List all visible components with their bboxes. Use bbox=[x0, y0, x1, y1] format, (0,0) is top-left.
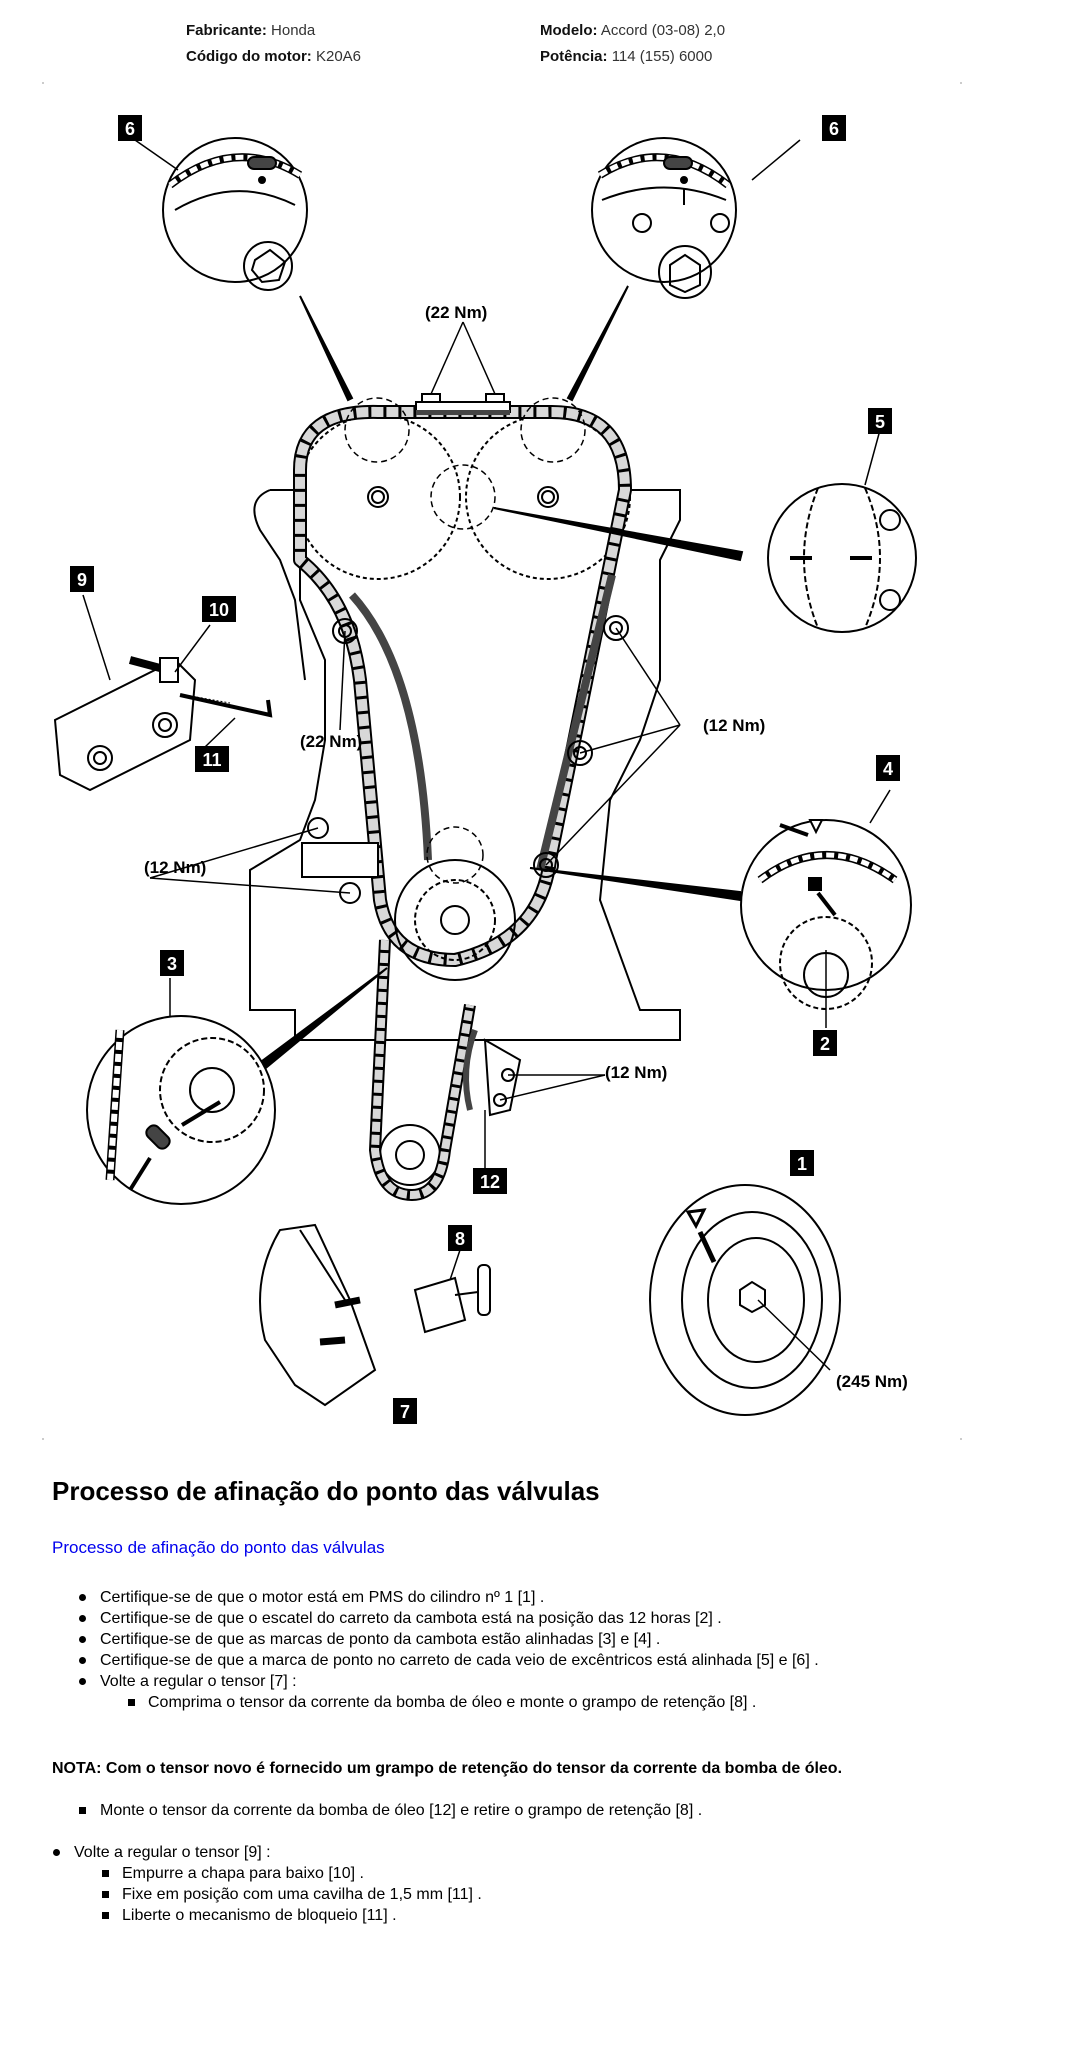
separator-mark bbox=[42, 82, 44, 84]
callout-5 bbox=[868, 408, 892, 434]
bolt-right-guide-1 bbox=[603, 615, 629, 641]
callout-12 bbox=[473, 1168, 507, 1194]
torque-label-left-guide: (22 Nm) bbox=[300, 732, 362, 751]
bolt-right-guide-2 bbox=[567, 740, 593, 766]
oil-pump-sprocket bbox=[379, 1124, 441, 1186]
callout-label: 11 bbox=[202, 750, 221, 770]
magnifier-exhaust-mark bbox=[520, 397, 586, 463]
engine-code-label: Código do motor: bbox=[186, 48, 312, 65]
magnifier-crank-mark bbox=[426, 826, 484, 884]
torque-label-left-tensioner: (12 Nm) bbox=[144, 858, 206, 877]
callout-6-left bbox=[118, 115, 142, 141]
separator-mark bbox=[960, 82, 962, 84]
detail-intake-cam-mark bbox=[162, 137, 308, 291]
top-chain-guide bbox=[415, 393, 511, 415]
detail-crank-pulley-1 bbox=[649, 1184, 841, 1416]
callout-label: 6 bbox=[829, 119, 839, 139]
detail-pin-11 bbox=[179, 693, 273, 718]
callout-label: 4 bbox=[883, 759, 893, 779]
callout-1 bbox=[790, 1150, 814, 1176]
callout-label: 12 bbox=[480, 1172, 500, 1192]
detail-oil-pump-tensioner-7 bbox=[259, 1223, 377, 1407]
list-item: Certifique-se de que o escatel do carret… bbox=[52, 1608, 952, 1629]
note-text: NOTA: Com o tensor novo é fornecido um g… bbox=[52, 1760, 843, 1777]
leader-wedge bbox=[248, 967, 388, 1078]
magnifier-intake-mark bbox=[344, 397, 410, 463]
crank-sprocket bbox=[394, 859, 516, 981]
list-item: Volte a regular o tensor [9] : bbox=[26, 1842, 926, 1863]
callout-label: 10 bbox=[209, 600, 229, 620]
detail-cam-gears-mark bbox=[767, 483, 917, 633]
engine-block-outline bbox=[249, 489, 681, 1041]
list-subitem: Liberte o mecanismo de bloqueio [11] . bbox=[26, 1905, 926, 1926]
detail-tensioner-9 bbox=[53, 656, 197, 792]
magnifier-cam-gears bbox=[430, 464, 496, 530]
torque-label-oil-pump-tensioner: (12 Nm) bbox=[605, 1063, 667, 1082]
list-subitem: Comprima o tensor da corrente da bomba d… bbox=[52, 1692, 952, 1713]
model-value: Accord (03-08) 2,0 bbox=[600, 22, 726, 39]
timing-chain-diagram: 6 6 5 9 10 11 4 3 2 12 1 8 7 (22 Nm) (22… bbox=[53, 115, 917, 1424]
callout-8 bbox=[448, 1225, 472, 1251]
list-subitem: Monte o tensor da corrente da bomba de ó… bbox=[52, 1800, 952, 1821]
list-subitem: Empurre a chapa para baixo [10] . bbox=[26, 1863, 926, 1884]
torque-label-crank-pulley: (245 Nm) bbox=[836, 1372, 908, 1391]
list-item: Volte a regular o tensor [7] : bbox=[52, 1671, 952, 1692]
detail-crank-mark-lower bbox=[86, 1015, 276, 1205]
leader-wedge bbox=[529, 867, 741, 902]
manufacturer-label: Fabricante: bbox=[186, 22, 267, 39]
callout-label: 3 bbox=[167, 954, 177, 974]
power-field: Potência: 114 (155) 6000 bbox=[540, 48, 712, 66]
section-title: Processo de afinação do ponto das válvul… bbox=[52, 1476, 600, 1506]
callout-2 bbox=[813, 1030, 837, 1056]
callout-7 bbox=[393, 1398, 417, 1424]
manufacturer-value: Honda bbox=[271, 22, 316, 39]
callout-9 bbox=[70, 566, 94, 592]
manufacturer-field: Fabricante: Honda bbox=[186, 22, 315, 40]
list-item: Certifique-se de que as marcas de ponto … bbox=[52, 1629, 952, 1650]
callout-6-right bbox=[822, 115, 846, 141]
leader-wedge bbox=[299, 295, 354, 402]
engine-code-value: K20A6 bbox=[315, 48, 362, 65]
torque-label-top-guide: (22 Nm) bbox=[425, 303, 487, 322]
list-item: Certifique-se de que o motor está em PMS… bbox=[52, 1587, 952, 1608]
engine-code-field: Código do motor: K20A6 bbox=[186, 48, 361, 66]
section-subtitle-link[interactable]: Processo de afinação do ponto das válvul… bbox=[52, 1538, 385, 1557]
callout-label: 5 bbox=[875, 412, 885, 432]
model-field: Modelo: Accord (03-08) 2,0 bbox=[540, 22, 725, 40]
final-steps: Volte a regular o tensor [9] : Empurre a… bbox=[26, 1842, 926, 1926]
callout-10 bbox=[202, 596, 236, 622]
intake-cam-sprocket bbox=[295, 414, 461, 580]
model-label: Modelo: bbox=[540, 22, 598, 39]
callout-4 bbox=[876, 755, 900, 781]
torque-label-right-guide: (12 Nm) bbox=[703, 716, 765, 735]
callout-label: 8 bbox=[455, 1229, 465, 1249]
power-label: Potência: bbox=[540, 48, 608, 65]
detail-retention-clip-8 bbox=[413, 1264, 491, 1334]
leader-wedge bbox=[493, 507, 744, 562]
note-steps: Monte o tensor da corrente da bomba de ó… bbox=[52, 1800, 952, 1821]
list-subitem: Fixe em posição com uma cavilha de 1,5 m… bbox=[26, 1884, 926, 1905]
detail-crank-mark-upper bbox=[740, 819, 912, 1010]
power-value: 114 (155) 6000 bbox=[611, 48, 713, 65]
callout-label: 2 bbox=[820, 1034, 830, 1054]
callout-11 bbox=[195, 746, 229, 772]
callout-label: 6 bbox=[125, 119, 135, 139]
left-chain-guide bbox=[349, 592, 432, 861]
callout-label: 7 bbox=[400, 1402, 410, 1422]
left-chain-tensioner bbox=[301, 817, 379, 904]
separator-mark bbox=[42, 1438, 44, 1440]
procedure-steps: Certifique-se de que o motor está em PMS… bbox=[52, 1587, 952, 1713]
callout-label: 1 bbox=[797, 1154, 807, 1174]
leader-wedge bbox=[566, 285, 629, 402]
engine-block-left-edge bbox=[253, 489, 306, 681]
detail-exhaust-cam-mark bbox=[591, 137, 737, 299]
right-chain-guide bbox=[536, 574, 616, 871]
list-item: Certifique-se de que a marca de ponto no… bbox=[52, 1650, 952, 1671]
separator-mark bbox=[960, 1438, 962, 1440]
oil-pump-tensioner bbox=[463, 1028, 522, 1117]
callout-label: 9 bbox=[77, 570, 87, 590]
callout-3 bbox=[160, 950, 184, 976]
